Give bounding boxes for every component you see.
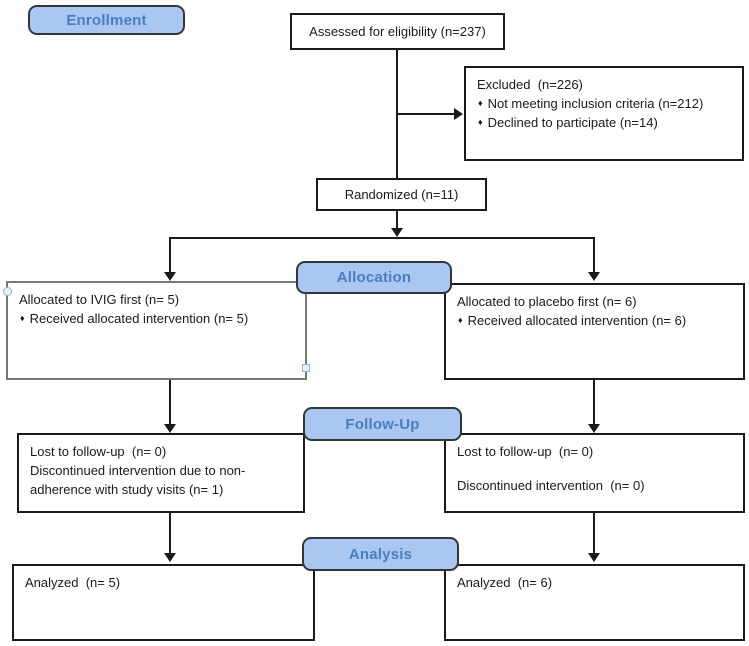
analyzed-placebo-text: Analyzed (n= 6) xyxy=(457,575,553,590)
flow-line-randomized-down xyxy=(396,211,398,230)
allocated-ivig-bullet-text: Received allocated intervention (n= 5) xyxy=(29,311,249,326)
analyzed-placebo-box[interactable]: Analyzed (n= 6) xyxy=(444,564,745,641)
bullet-diamond-icon: ♦ xyxy=(478,98,483,108)
excluded-bullet-1-text: Not meeting inclusion criteria (n=212) xyxy=(487,96,704,111)
bullet-diamond-icon: ♦ xyxy=(478,117,483,127)
allocated-placebo-bullet: ♦ Received allocated intervention (n= 6) xyxy=(457,311,732,330)
selection-handle-bottom-right[interactable] xyxy=(302,364,310,372)
arrowhead-down-left-followup-icon xyxy=(164,424,176,433)
followup-placebo-line1: Lost to follow-up (n= 0) xyxy=(457,444,594,459)
allocated-placebo-title: Allocated to placebo first (n= 6) xyxy=(457,294,637,309)
flow-line-right-followup-to-analysis xyxy=(593,513,595,555)
randomized-box[interactable]: Randomized (n=11) xyxy=(316,178,487,211)
followup-ivig-line1: Lost to follow-up (n= 0) xyxy=(30,444,167,459)
arrowhead-right-excluded-icon xyxy=(454,108,463,120)
arrowhead-down-right-followup-icon xyxy=(588,424,600,433)
allocated-placebo-box[interactable]: Allocated to placebo first (n= 6) ♦ Rece… xyxy=(444,283,745,380)
excluded-bullet-2: ♦ Declined to participate (n=14) xyxy=(477,113,731,132)
assessed-eligibility-text: Assessed for eligibility (n=237) xyxy=(309,24,486,39)
stage-label-follow-up[interactable]: Follow-Up xyxy=(303,407,462,441)
excluded-bullet-2-text: Declined to participate (n=14) xyxy=(487,115,658,130)
stage-label-enrollment[interactable]: Enrollment xyxy=(28,5,185,35)
excluded-title: Excluded (n=226) xyxy=(477,77,583,92)
excluded-box[interactable]: Excluded (n=226) ♦ Not meeting inclusion… xyxy=(464,66,744,161)
followup-placebo-line2: Discontinued intervention (n= 0) xyxy=(457,478,645,493)
stage-label-allocation[interactable]: Allocation xyxy=(296,261,452,294)
arrowhead-down-right-analysis-icon xyxy=(588,553,600,562)
selection-handle-top-left[interactable] xyxy=(3,287,12,296)
allocated-ivig-box[interactable]: Allocated to IVIG first (n= 5) ♦ Receive… xyxy=(3,281,310,380)
analyzed-ivig-text: Analyzed (n= 5) xyxy=(25,575,121,590)
flow-line-branch-left xyxy=(169,237,171,274)
flow-line-to-excluded xyxy=(396,113,454,115)
analyzed-ivig-box[interactable]: Analyzed (n= 5) xyxy=(12,564,315,641)
followup-ivig-box[interactable]: Lost to follow-up (n= 0) Discontinued in… xyxy=(17,433,305,513)
excluded-bullet-1: ♦ Not meeting inclusion criteria (n=212) xyxy=(477,94,731,113)
arrowhead-down-branch-icon xyxy=(391,228,403,237)
arrowhead-down-left-allocation-icon xyxy=(164,272,176,281)
allocated-ivig-bullet: ♦ Received allocated intervention (n= 5) xyxy=(19,309,294,328)
randomized-text: Randomized (n=11) xyxy=(344,187,459,202)
flow-line-left-followup-to-analysis xyxy=(169,513,171,555)
stage-label-analysis[interactable]: Analysis xyxy=(302,537,459,571)
flow-line-left-allocation-to-followup xyxy=(169,380,171,426)
followup-placebo-box[interactable]: Lost to follow-up (n= 0) Discontinued in… xyxy=(444,433,745,513)
arrowhead-down-right-allocation-icon xyxy=(588,272,600,281)
allocated-placebo-bullet-text: Received allocated intervention (n= 6) xyxy=(467,313,687,328)
followup-ivig-line2: Discontinued intervention due to non-adh… xyxy=(30,463,246,497)
bullet-diamond-icon: ♦ xyxy=(20,313,25,323)
flow-line-branch-horizontal xyxy=(169,237,595,239)
flow-line-branch-right xyxy=(593,237,595,274)
assessed-eligibility-box[interactable]: Assessed for eligibility (n=237) xyxy=(290,13,505,50)
arrowhead-down-left-analysis-icon xyxy=(164,553,176,562)
allocated-ivig-title: Allocated to IVIG first (n= 5) xyxy=(19,292,180,307)
bullet-diamond-icon: ♦ xyxy=(458,315,463,325)
flow-line-right-allocation-to-followup xyxy=(593,380,595,426)
